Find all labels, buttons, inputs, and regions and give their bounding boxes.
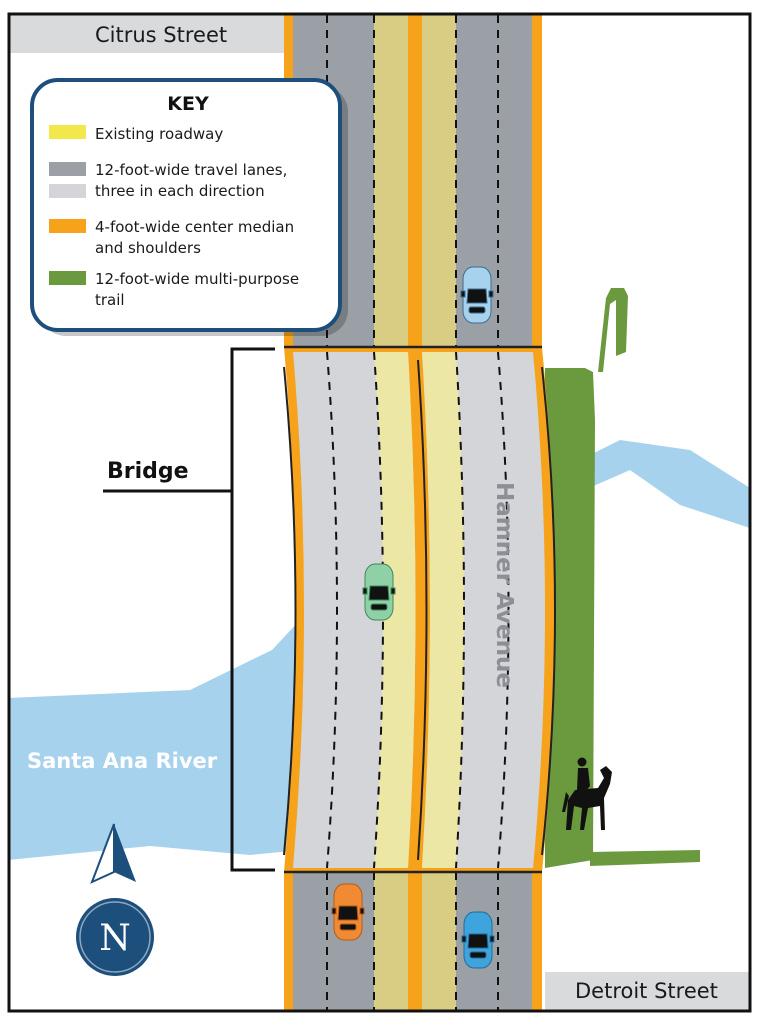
key-title: KEY bbox=[167, 93, 209, 115]
horse-rider-icon bbox=[562, 757, 612, 830]
key-item-label: 4-foot-wide center median bbox=[95, 218, 294, 236]
swatch-existing-roadway bbox=[49, 125, 86, 139]
key-item-label: three in each direction bbox=[95, 182, 265, 200]
river-label: Santa Ana River bbox=[27, 749, 218, 773]
car-icon bbox=[331, 883, 365, 941]
swatch-travel-lane-light bbox=[49, 184, 86, 198]
hamner-avenue-label: Hamner Avenue bbox=[491, 482, 517, 688]
key-item-label: and shoulders bbox=[95, 239, 201, 257]
north-letter: N bbox=[99, 918, 131, 959]
map-key: KEY Existing roadway 12-foot-wide travel… bbox=[30, 78, 348, 336]
car-icon bbox=[460, 266, 494, 324]
key-item-travel-lanes: 12-foot-wide travel lanes, three in each… bbox=[49, 161, 287, 200]
santa-ana-river bbox=[8, 440, 750, 860]
key-item-trail: 12-foot-wide multi-purpose trail bbox=[49, 270, 299, 309]
key-item-label: Existing roadway bbox=[95, 125, 223, 143]
car-icon bbox=[362, 563, 396, 621]
swatch-travel-lane-dark bbox=[49, 162, 86, 176]
key-item-median-shoulders: 4-foot-wide center median and shoulders bbox=[49, 218, 294, 257]
swatch-trail bbox=[49, 271, 86, 285]
citrus-street-bar bbox=[10, 15, 285, 53]
key-item-label: 12-foot-wide travel lanes, bbox=[95, 161, 287, 179]
bridge-label: Bridge bbox=[107, 459, 189, 484]
detroit-street-label: Detroit Street bbox=[575, 979, 718, 1003]
key-item-existing-roadway: Existing roadway bbox=[49, 125, 223, 143]
detroit-street-bar bbox=[545, 972, 749, 1010]
multi-purpose-trail bbox=[545, 288, 700, 868]
key-item-label: trail bbox=[95, 291, 125, 309]
car-icon bbox=[461, 911, 495, 969]
bridge-bracket bbox=[103, 347, 275, 872]
map-frame bbox=[7, 12, 752, 1013]
citrus-street-label: Citrus Street bbox=[95, 23, 227, 47]
bridge bbox=[283, 345, 556, 874]
swatch-median-shoulders bbox=[49, 219, 86, 233]
north-arrow-icon: N bbox=[76, 823, 154, 976]
road-south-segment bbox=[284, 872, 542, 1010]
key-item-label: 12-foot-wide multi-purpose bbox=[95, 270, 299, 288]
